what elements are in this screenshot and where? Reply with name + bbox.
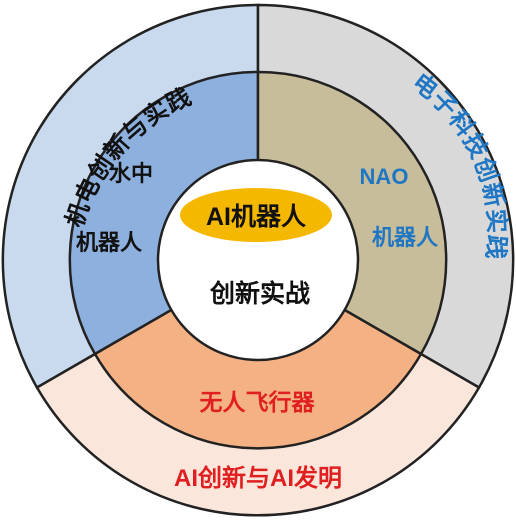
ai-robot-label: AI机器人 [206, 203, 306, 231]
inner-left-line2: 机器人 [76, 230, 142, 255]
outer-bottom-label: AI创新与AI发明 [174, 464, 342, 492]
center-title: 创新实战 [209, 279, 310, 308]
inner-right-line2: 机器人 [372, 225, 438, 250]
inner-bottom-label: 无人飞行器 [200, 389, 316, 415]
ai-oval [180, 188, 332, 242]
inner-left-line1: 水中 [109, 161, 153, 186]
inner-right-line1: NAO [360, 164, 409, 189]
